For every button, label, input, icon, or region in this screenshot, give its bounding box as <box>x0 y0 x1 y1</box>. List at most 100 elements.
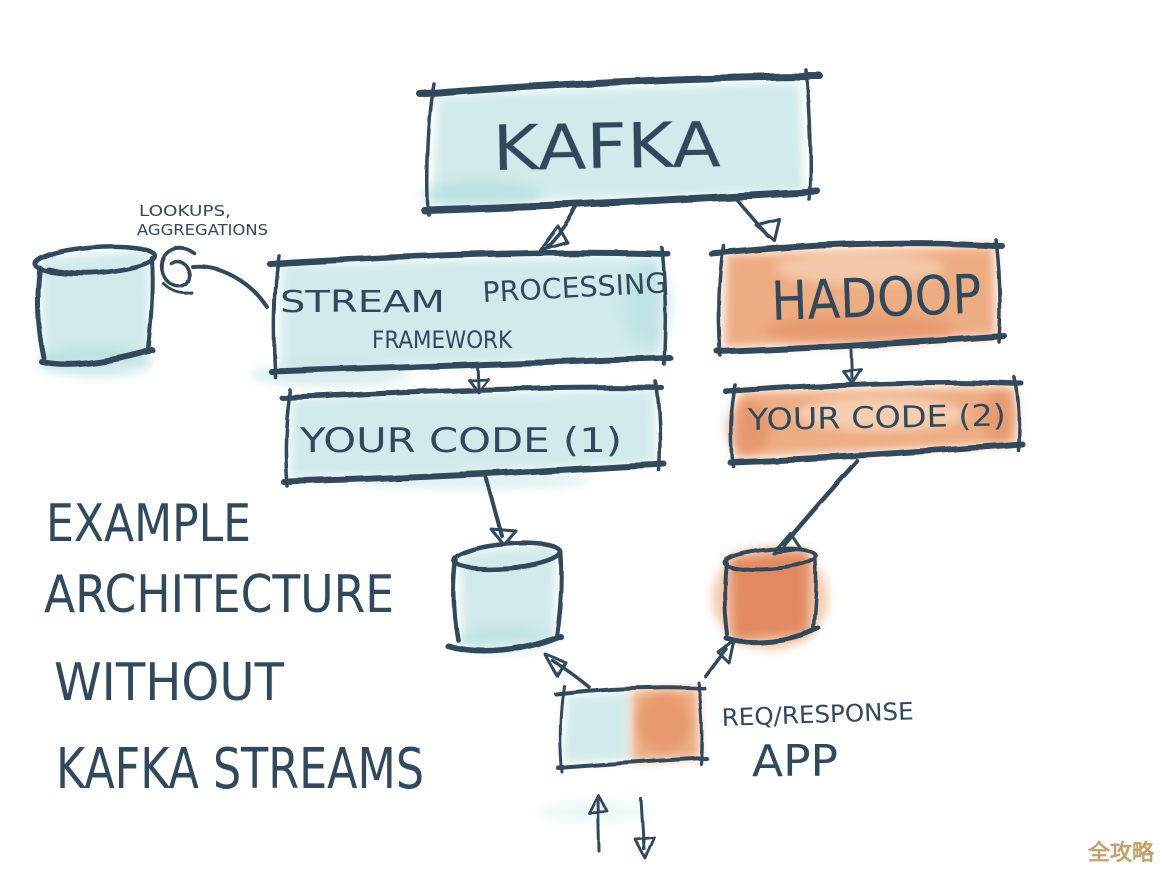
db-rim-inner <box>46 260 152 274</box>
arrow-code1-to-db <box>484 475 518 547</box>
db-side <box>451 557 461 643</box>
arrow-head <box>755 218 782 243</box>
app-box-fill-teal <box>564 692 630 764</box>
watercolor-fills <box>37 82 1018 823</box>
edge <box>727 441 1025 465</box>
arrow-head <box>587 793 610 815</box>
db-side <box>722 560 729 636</box>
spf-box-fringe-right <box>622 263 674 347</box>
kafka-box-fill <box>432 82 804 204</box>
arrow-head <box>543 652 567 678</box>
labels: KAFKA STREAM PROCESSING FRAMEWORK HADOOP… <box>44 108 1155 866</box>
arrow-line <box>475 362 480 389</box>
edge <box>804 68 813 202</box>
db-bottom <box>445 633 563 654</box>
app-box-shade <box>638 692 690 752</box>
db-side <box>35 265 47 361</box>
kafka-label: KAFKA <box>492 108 721 185</box>
arrow-up-into-app <box>587 793 610 853</box>
arrow-line <box>551 659 591 689</box>
edge <box>425 82 436 216</box>
caption-line-1: EXAMPLE <box>46 494 251 554</box>
arrow-line <box>484 475 504 538</box>
lookups-annotation-line2: AGGREGATIONS <box>137 221 268 239</box>
hadoop-box-highlight <box>775 251 945 285</box>
edge <box>556 756 708 770</box>
edge <box>723 379 1025 395</box>
edge <box>272 254 281 380</box>
your-code-2-label: YOUR CODE (2) <box>746 399 1006 439</box>
spf-box-border <box>267 246 673 380</box>
your-code-1-fill <box>290 390 656 478</box>
lookups-annotation-line1: LOOKUPS, <box>139 202 231 220</box>
arrow-head <box>633 835 656 860</box>
app-label-line1: REQ/RESPONSE <box>721 697 914 732</box>
arrow-kafka-to-hadoop <box>734 197 782 243</box>
arrow-head <box>489 527 518 547</box>
arrow-head <box>538 224 569 252</box>
kafka-box-shade <box>420 181 540 209</box>
edge <box>729 384 738 468</box>
your-code-1-label: YOUR CODE (1) <box>299 421 622 461</box>
arrow-head <box>841 367 863 385</box>
arrow-line <box>639 797 646 851</box>
edge <box>420 188 822 214</box>
spf-box-fill <box>280 256 662 370</box>
edge <box>554 685 706 696</box>
arrow-head <box>771 531 803 555</box>
spf-label-framework: FRAMEWORK <box>372 326 513 354</box>
edge <box>715 333 1007 355</box>
caption-line-2: ARCHITECTURE <box>44 565 394 625</box>
arrow-head <box>716 638 736 665</box>
arrow-head-tail <box>162 282 194 296</box>
caption-line-3: WITHOUT <box>54 653 284 713</box>
edge <box>717 244 726 358</box>
edge <box>269 355 673 375</box>
edge <box>416 72 824 98</box>
app-box-border <box>554 680 708 774</box>
your-code-2-shade-left <box>726 402 770 454</box>
your-code-2-shade-right <box>982 390 1018 442</box>
edge <box>558 684 566 774</box>
database-icon-left <box>32 244 158 368</box>
ink-strokes <box>32 68 1025 860</box>
db-bottom <box>39 347 155 368</box>
arrow-line <box>190 263 270 310</box>
arrow-lookups <box>159 246 270 310</box>
edge <box>267 249 671 267</box>
arrow-line <box>545 201 580 249</box>
caption-line-4: KAFKA STREAMS <box>56 737 424 802</box>
left-db-fill <box>40 250 150 366</box>
edge <box>279 385 665 401</box>
arrow-head <box>467 377 490 394</box>
hadoop-box-border <box>709 238 1007 358</box>
edge <box>994 238 1002 344</box>
edge <box>709 240 1005 257</box>
arrow-line <box>849 348 854 380</box>
edge <box>696 680 704 766</box>
orange-db-fill <box>730 550 810 640</box>
db-side <box>146 256 155 354</box>
arrow-code2-to-db <box>771 458 860 555</box>
edge <box>660 246 668 366</box>
edge <box>654 380 662 472</box>
edge <box>1013 376 1021 452</box>
your-code-2-highlight <box>795 396 965 432</box>
app-label-line2: APP <box>752 736 838 787</box>
arrow-line <box>596 798 601 853</box>
arrow-app-to-teal-db <box>543 652 591 689</box>
arrow-line <box>703 647 728 678</box>
arrow-app-to-orange-db <box>703 638 736 678</box>
hadoop-label: HADOOP <box>770 263 982 333</box>
arrow-kafka-to-stream <box>538 201 580 252</box>
edge <box>281 461 667 485</box>
arrow-head-loop <box>159 246 196 289</box>
arrow-down-from-app <box>633 797 656 860</box>
arrow-hadoop-to-code2 <box>841 348 863 385</box>
kafka-box-border <box>416 68 824 216</box>
your-code-2-border <box>723 376 1025 468</box>
your-code-1-border <box>279 380 667 488</box>
arrow-line <box>781 458 860 548</box>
db-side <box>811 552 818 632</box>
